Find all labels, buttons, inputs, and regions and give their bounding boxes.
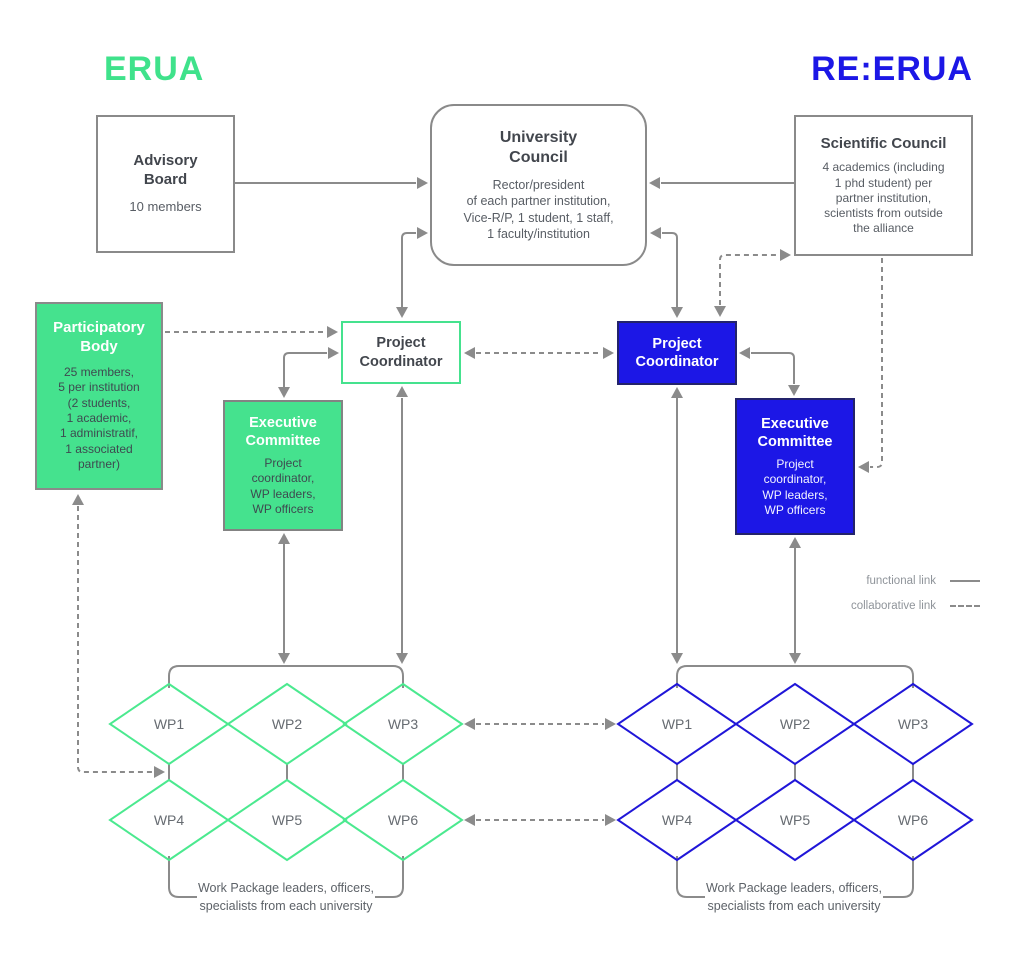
wp-label: WP1: [153, 716, 185, 732]
bracket-bottom-left-b: [375, 856, 404, 898]
arrowheads: [72, 177, 869, 826]
wp5-left-diamond: [226, 778, 348, 862]
bracket-top-left: [168, 665, 404, 688]
executive-committee-left-title: Executive Committee: [245, 414, 321, 449]
wp-label: WP2: [271, 716, 303, 732]
advisory-board-title: Advisory Board: [133, 151, 198, 188]
wp-diamonds-left: [108, 682, 464, 862]
wp4-right-diamond: [616, 778, 738, 862]
wp3-right-diamond: [852, 682, 974, 766]
executive-committee-right-title: Executive Committee: [757, 415, 833, 450]
wp4-left-diamond: [108, 778, 230, 862]
participatory-body-title: Participatory Body: [53, 319, 145, 356]
scientific-council-body: 4 academics (including 1 phd student) pe…: [822, 160, 945, 236]
participatory-body-box: Participatory Body 25 members, 5 per ins…: [35, 302, 163, 490]
wp-diamonds-right: [616, 682, 974, 862]
solid-line-icon: [950, 580, 980, 582]
dashed-line-icon: [950, 605, 980, 607]
participatory-body-body: 25 members, 5 per institution (2 student…: [58, 364, 140, 472]
advisory-board-body: 10 members: [129, 199, 202, 215]
executive-committee-right-body: Project coordinator, WP leaders, WP offi…: [762, 456, 828, 517]
wp-caption-right: Work Package leaders, officers, speciali…: [705, 881, 882, 913]
dlink-pc-right-scientific: [719, 254, 779, 305]
university-council-box: University Council Rector/president of e…: [430, 104, 647, 266]
project-coordinator-right-box: Project Coordinator: [617, 321, 737, 385]
scientific-council-box: Scientific Council 4 academics (includin…: [794, 115, 973, 256]
executive-committee-right-box: Executive Committee Project coordinator,…: [735, 398, 855, 535]
legend-functional-link: functional link: [790, 575, 980, 587]
wp2-left-diamond: [226, 682, 348, 766]
wp-label: WP5: [779, 812, 811, 828]
project-coordinator-left-title: Project Coordinator: [359, 335, 443, 370]
wp3-left-diamond: [342, 682, 464, 766]
legend-collaborative-link: collaborative link: [790, 600, 980, 612]
legend-collaborative-label: collaborative link: [850, 600, 936, 612]
wp-label: WP6: [387, 812, 419, 828]
wp-caption-left: Work Package leaders, officers, speciali…: [197, 881, 374, 913]
wp1-right-diamond: [616, 682, 738, 766]
wp5-right-diamond: [734, 778, 856, 862]
wp1-left-diamond: [108, 682, 230, 766]
dlink-pb-wp-left: [77, 506, 153, 773]
advisory-board-box: Advisory Board 10 members: [96, 115, 235, 253]
project-coordinator-left-box: Project Coordinator: [341, 321, 461, 384]
bracket-bottom-left-a: [168, 856, 197, 898]
functional-links: [168, 182, 914, 898]
link-ec-right-pc-right: [751, 352, 795, 384]
university-council-title: University Council: [499, 129, 578, 166]
reerua-title: RE:ERUA: [811, 50, 973, 88]
dlink-scientific-ec-right: [870, 258, 883, 468]
bracket-top-right: [676, 665, 914, 688]
link-council-pc-left: [401, 232, 416, 307]
wp-label: WP4: [661, 812, 693, 828]
wp-label: WP3: [387, 716, 419, 732]
bracket-bottom-right-a: [676, 856, 705, 898]
wp-label: WP4: [153, 812, 185, 828]
project-coordinator-right-title: Project Coordinator: [635, 335, 719, 370]
wp-label: WP5: [271, 812, 303, 828]
wp-label: WP1: [661, 716, 693, 732]
wp-label: WP6: [897, 812, 929, 828]
executive-committee-left-body: Project coordinator, WP leaders, WP offi…: [250, 455, 316, 516]
wp-label: WP2: [779, 716, 811, 732]
wp6-right-diamond: [852, 778, 974, 862]
wp6-left-diamond: [342, 778, 464, 862]
collaborative-links: [77, 254, 883, 821]
university-council-body: Rector/president of each partner institu…: [463, 178, 614, 241]
link-council-pc-right: [662, 232, 678, 307]
wp-label: WP3: [897, 716, 929, 732]
erua-title: ERUA: [104, 50, 205, 88]
link-ec-left-pc-left: [283, 352, 327, 387]
legend-functional-label: functional link: [866, 575, 936, 587]
scientific-council-title: Scientific Council: [820, 134, 947, 152]
wp2-right-diamond: [734, 682, 856, 766]
executive-committee-left-box: Executive Committee Project coordinator,…: [223, 400, 343, 531]
bracket-bottom-right-b: [883, 856, 914, 898]
